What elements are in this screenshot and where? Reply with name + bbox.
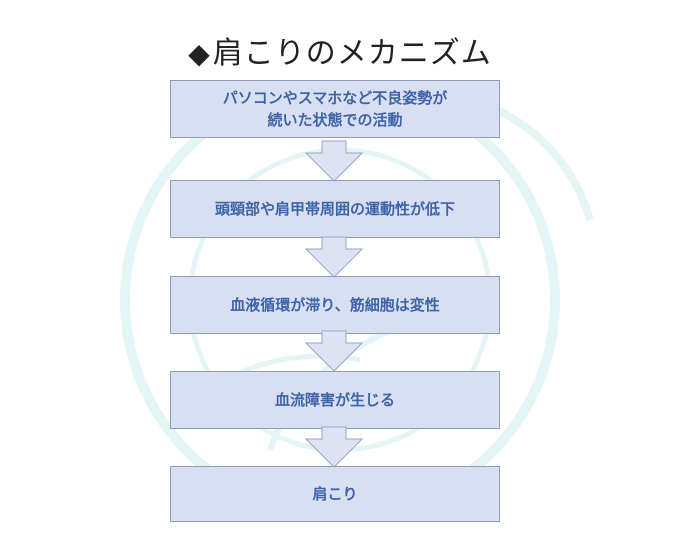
flow-step-3-text: 血液循環が滞り、筋細胞は変性 [230, 296, 440, 314]
down-arrow-icon [305, 140, 363, 182]
flow-step-4: 血流障害が生じる [170, 371, 500, 429]
flow-step-4-text: 血流障害が生じる [274, 391, 395, 409]
flow-step-1: パソコンやスマホなど不良姿勢が 続いた状態での活動 [170, 80, 500, 138]
flow-step-2-text: 頭頸部や肩甲帯周囲の運動性が低下 [214, 200, 455, 218]
down-arrow-icon [305, 330, 363, 372]
flow-step-2: 頭頸部や肩甲帯周囲の運動性が低下 [170, 180, 500, 238]
flow-step-5-text: 肩こり [312, 485, 358, 503]
down-arrow-icon [305, 236, 363, 278]
title-text: 肩こりのメカニズム [212, 36, 492, 71]
flow-step-1-line2: 続いた状態での活動 [267, 111, 403, 129]
flow-step-3: 血液循環が滞り、筋細胞は変性 [170, 276, 500, 334]
down-arrow-icon [305, 426, 363, 468]
diamond-icon: ◆ [188, 37, 211, 70]
flow-step-5: 肩こり [170, 466, 500, 522]
flow-step-1-line1: パソコンやスマホなど不良姿勢が [222, 89, 448, 107]
page-title: ◆肩こりのメカニズム [0, 28, 680, 72]
